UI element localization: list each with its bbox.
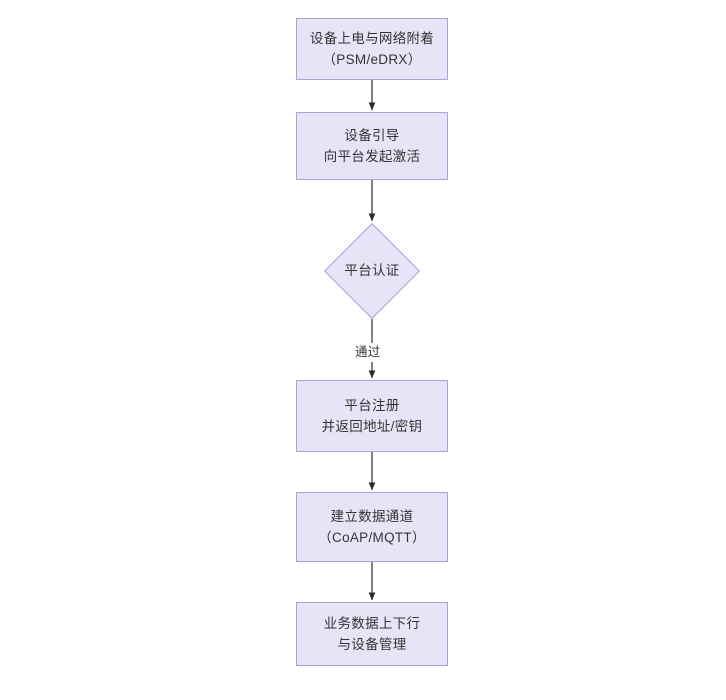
node-platform-registration[interactable]: 平台注册 并返回地址/密钥 (296, 380, 448, 452)
node-text-line: （PSM/eDRX） (322, 52, 422, 67)
edge-label-pass: 通过 (353, 343, 383, 362)
node-text-line: 与设备管理 (337, 637, 407, 652)
node-text-line: （CoAP/MQTT） (318, 530, 426, 545)
node-text-line: 平台注册 (344, 398, 400, 413)
node-device-bootstrap[interactable]: 设备引导 向平台发起激活 (296, 112, 448, 180)
node-business-data-and-management[interactable]: 业务数据上下行 与设备管理 (296, 602, 448, 666)
node-platform-authentication[interactable]: 平台认证 (323, 222, 421, 320)
node-text-line: 设备引导 (344, 128, 400, 143)
node-text-line: 并返回地址/密钥 (321, 419, 423, 434)
node-text-line: 建立数据通道 (330, 509, 414, 524)
node-device-power-on[interactable]: 设备上电与网络附着 （PSM/eDRX） (296, 18, 448, 80)
node-text-line: 业务数据上下行 (323, 616, 421, 631)
node-establish-data-channel[interactable]: 建立数据通道 （CoAP/MQTT） (296, 492, 448, 562)
node-text-line: 向平台发起激活 (323, 149, 421, 164)
node-text-line: 设备上电与网络附着 (309, 31, 435, 46)
node-text-line: 平台认证 (344, 263, 400, 278)
